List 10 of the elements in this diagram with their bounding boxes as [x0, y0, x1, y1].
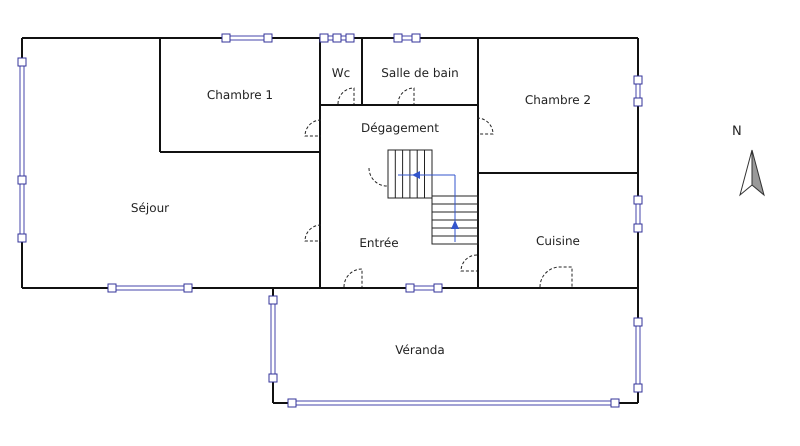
room-label: Salle de bain — [381, 66, 459, 80]
room-label: Chambre 2 — [524, 93, 592, 107]
room-label: Entrée — [359, 236, 399, 250]
room-label: Dégagement — [361, 121, 439, 135]
room-label: Cuisine — [536, 234, 580, 248]
room-label: Chambre 1 — [206, 88, 274, 102]
north-label: N — [732, 124, 742, 139]
room-label: Véranda — [395, 343, 445, 357]
room-label: Wc — [332, 66, 350, 80]
room-label: Séjour — [130, 201, 170, 215]
